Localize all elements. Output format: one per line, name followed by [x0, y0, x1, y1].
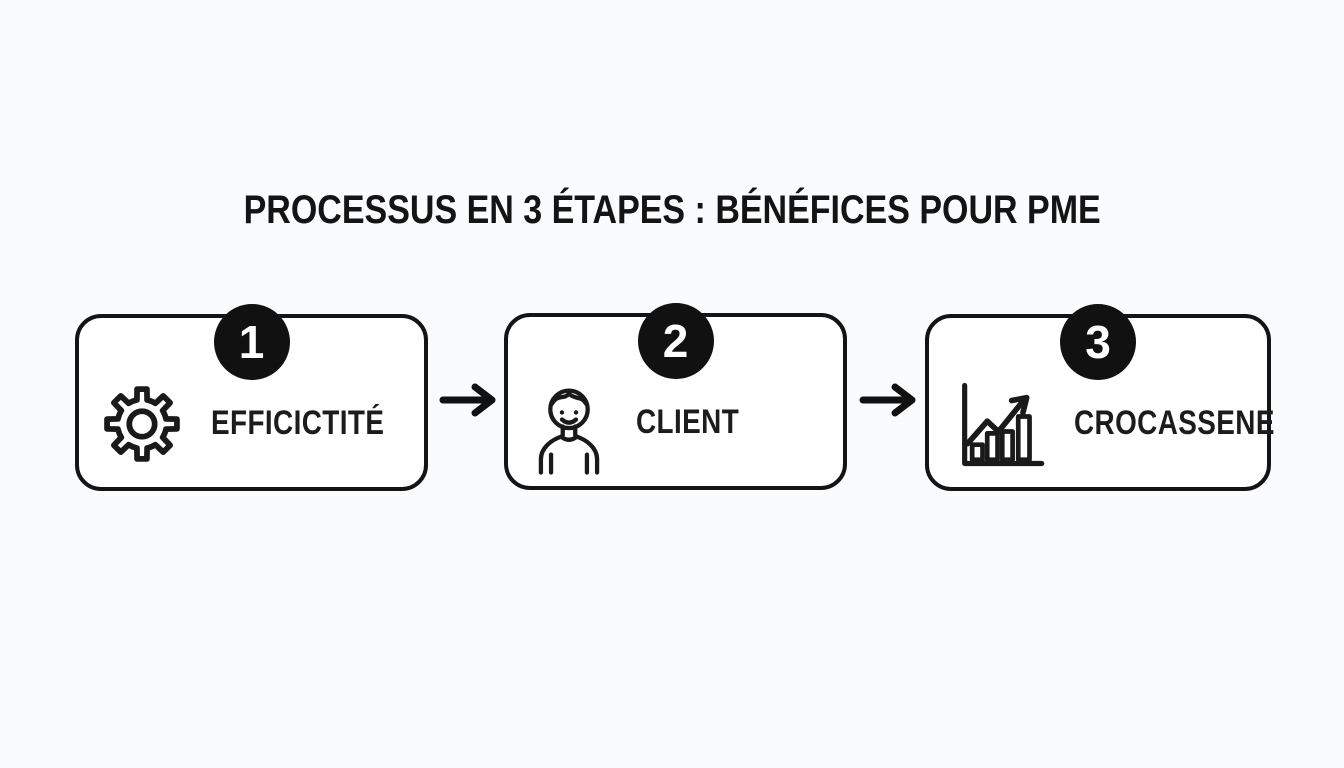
- step-1-number-badge: 1: [213, 304, 290, 380]
- growth-chart-icon: [951, 377, 1046, 471]
- person-icon: [530, 370, 608, 476]
- step-1-box: 1 EFFICICTITÉ: [75, 304, 428, 491]
- step-2-label: CLIENT: [636, 403, 740, 441]
- step-3-number-badge: 3: [1060, 304, 1136, 380]
- step-1-number: 1: [238, 316, 265, 368]
- step-2-content: CLIENT: [530, 317, 833, 486]
- right-arrow-icon: [439, 381, 503, 419]
- gear-icon: [101, 383, 183, 465]
- step-3-content: CROCASSENE: [951, 318, 1274, 487]
- step-2-number: 2: [662, 315, 689, 367]
- step-3-number: 3: [1085, 316, 1111, 368]
- step-1-label: EFFICICTITÉ: [211, 404, 385, 442]
- step-1-content: EFFICICTITÉ: [101, 318, 414, 487]
- page-title: PROCESSUS EN 3 ÉTAPES : BÉNÉFICES POUR P…: [0, 188, 1344, 233]
- step-3-label: CROCASSENE: [1074, 404, 1275, 442]
- page-title-text: PROCESSUS EN 3 ÉTAPES : BÉNÉFICES POUR P…: [243, 188, 1101, 232]
- step-2-box: 2 CLIENT: [504, 303, 847, 490]
- step-2-number-badge: 2: [637, 303, 714, 379]
- right-arrow-icon: [859, 381, 923, 419]
- step-3-box: 3 CROCASSENE: [925, 304, 1274, 491]
